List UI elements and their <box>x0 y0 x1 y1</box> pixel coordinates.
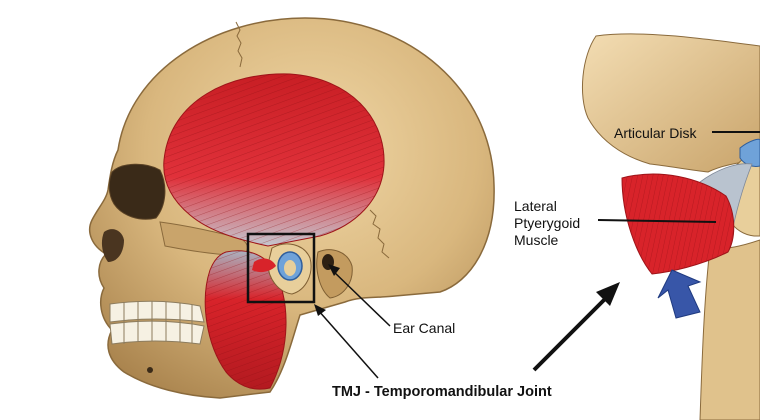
skull-suture <box>235 21 390 259</box>
force-arrow-icon <box>657 269 702 319</box>
lateral-pterygoid-label: Lateral Ptyerygoid Muscle <box>514 198 604 249</box>
detail-pointer-arrow <box>532 296 608 372</box>
lateral-pterygoid-detail <box>621 173 735 275</box>
masseter-muscle <box>204 250 287 390</box>
jaw-detail <box>699 239 760 420</box>
articular-disk-shape <box>739 138 760 167</box>
tmj-joint <box>252 243 312 295</box>
tmj-leader <box>317 309 379 379</box>
teeth <box>109 300 205 373</box>
articular-disk-label: Articular Disk <box>614 125 697 141</box>
eye-socket <box>108 163 166 220</box>
ear-canal-leader <box>331 269 391 327</box>
temporal-bone-detail <box>581 33 760 173</box>
temporalis-muscle <box>163 73 385 247</box>
lateral-pterygoid-label-line-3: Muscle <box>514 232 559 248</box>
tmj-arrowhead <box>314 304 326 316</box>
nasal-cavity <box>101 229 124 262</box>
detail-pointer-arrowhead <box>596 282 620 306</box>
lateral-pterygoid-label-line-2: Ptyerygoid <box>514 215 581 231</box>
tmj-detail-panel <box>581 33 760 420</box>
leader-lines <box>314 131 760 379</box>
tmj-caption: TMJ - Temporomandibular Joint <box>332 384 552 400</box>
ear-canal-label: Ear Canal <box>393 320 456 336</box>
lateral-pterygoid-leader <box>597 219 717 223</box>
tmj-highlight-box <box>246 232 316 304</box>
ear-canal-arrowhead <box>328 264 340 276</box>
lateral-pterygoid-label-line-1: Lateral <box>514 198 557 214</box>
